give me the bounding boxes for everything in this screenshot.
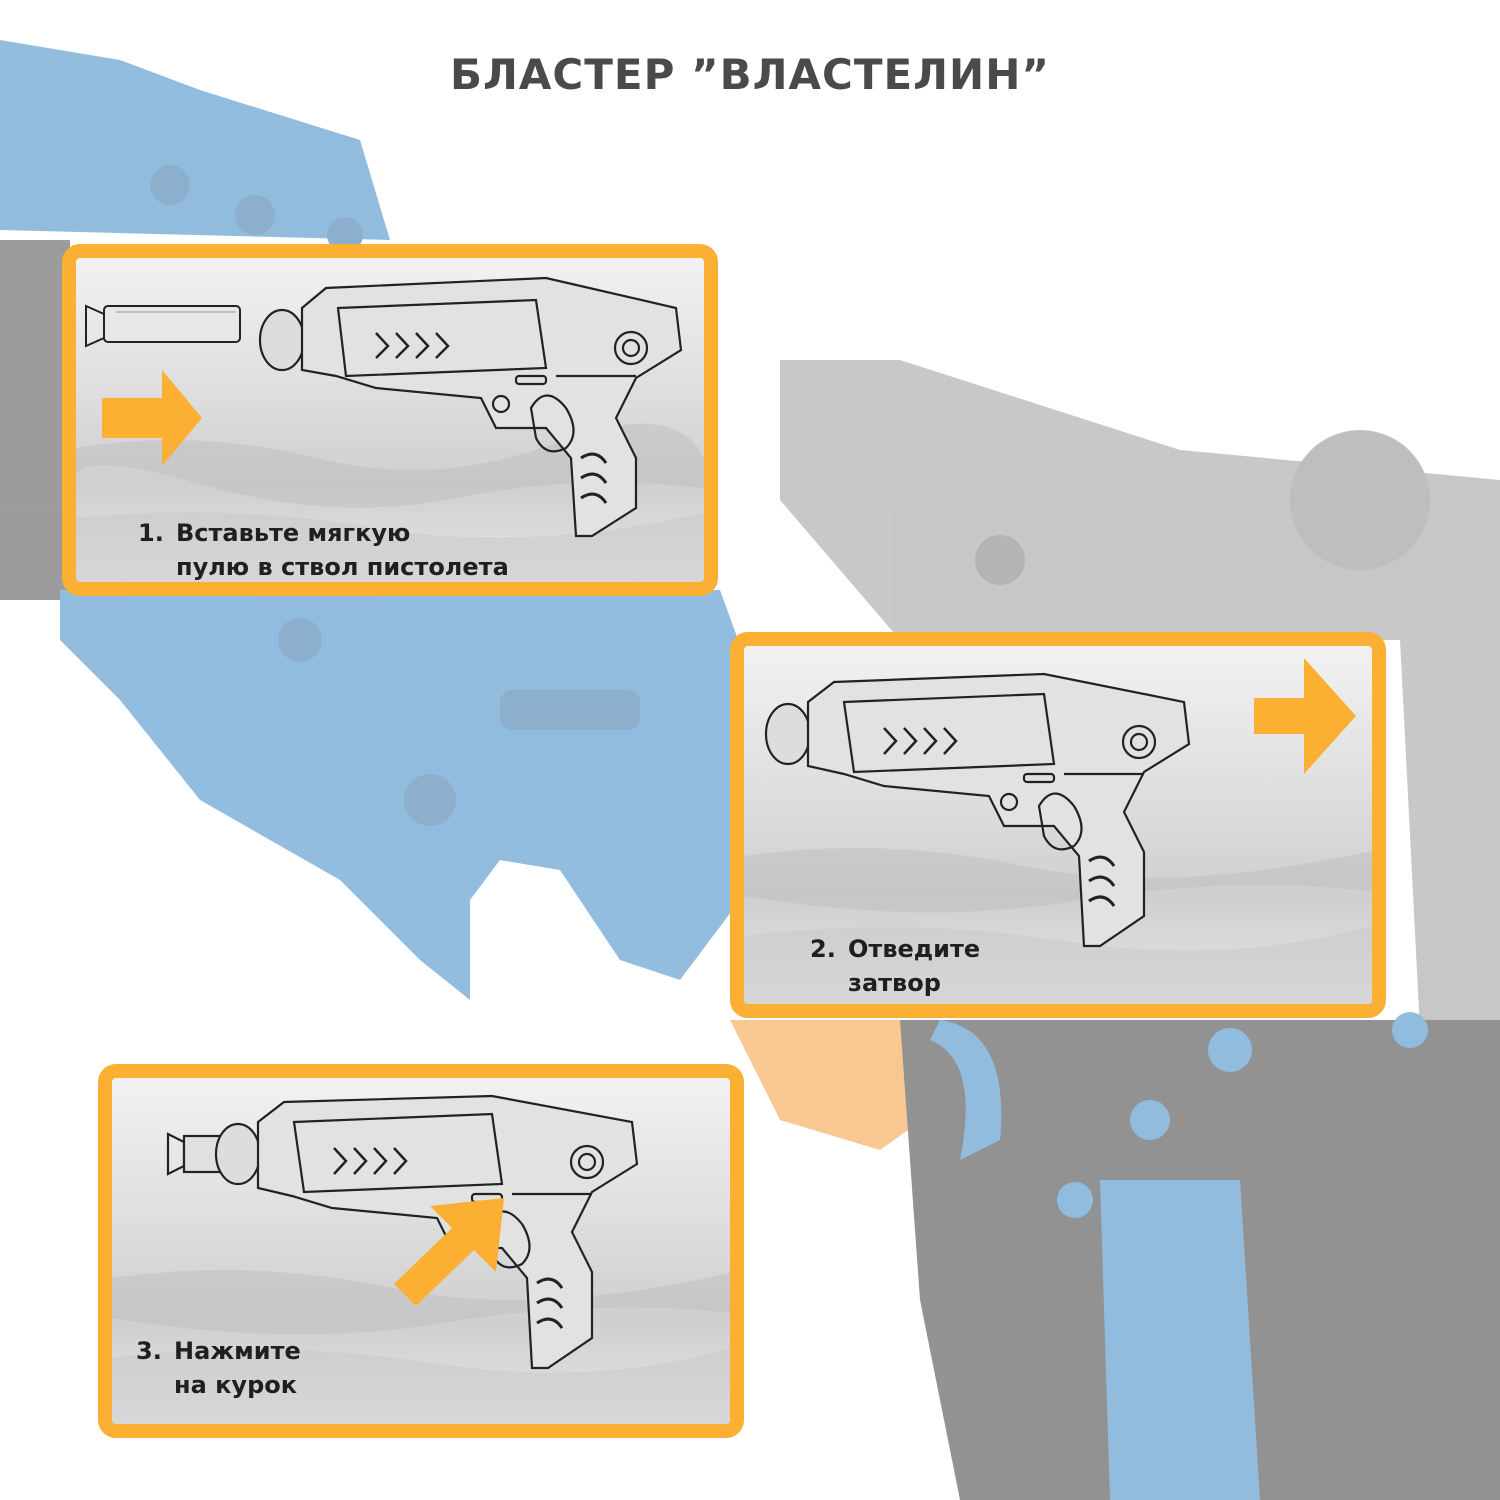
- step-line-1: Вставьте мягкую: [176, 519, 411, 547]
- card-illustration: [166, 1094, 639, 1370]
- pistol-outline-icon: [258, 276, 683, 538]
- step-line-2: на курок: [174, 1371, 298, 1399]
- card-illustration: [764, 658, 1356, 948]
- pistol-outline-icon: [764, 672, 1191, 948]
- step-card-2: 2. Отведите затвор: [730, 632, 1386, 1018]
- right-arrow-icon: [102, 370, 202, 466]
- right-arrow-icon: [1254, 658, 1356, 774]
- step-line-1: Нажмите: [174, 1337, 301, 1365]
- step-number: 2.: [810, 935, 836, 963]
- card-texture: [744, 848, 1372, 1004]
- step-card-3: 3. Нажмите на курок: [98, 1064, 744, 1438]
- card-texture: [112, 1270, 730, 1424]
- step-card-1: 1. Вставьте мягкую пулю в ствол пистолета: [62, 244, 718, 596]
- step-2-text: 2. Отведите затвор: [810, 932, 980, 1000]
- step-line-2: затвор: [848, 969, 941, 997]
- pistol-outline-icon: [166, 1094, 639, 1370]
- card-texture: [76, 423, 704, 582]
- page-title: БЛАСТЕР ”ВЛАСТЕЛИН”: [450, 50, 1050, 99]
- step-3-text: 3. Нажмите на курок: [136, 1334, 301, 1402]
- step-line-2: пулю в ствол пистолета: [176, 553, 509, 581]
- step-1-text: 1. Вставьте мягкую пулю в ствол пистолета: [138, 516, 509, 582]
- card-illustration: [85, 276, 683, 538]
- diagonal-arrow-icon: [394, 1198, 504, 1306]
- step-number: 1.: [138, 519, 164, 547]
- step-line-1: Отведите: [848, 935, 981, 963]
- step-number: 3.: [136, 1337, 162, 1365]
- foam-dart-icon: [85, 304, 241, 348]
